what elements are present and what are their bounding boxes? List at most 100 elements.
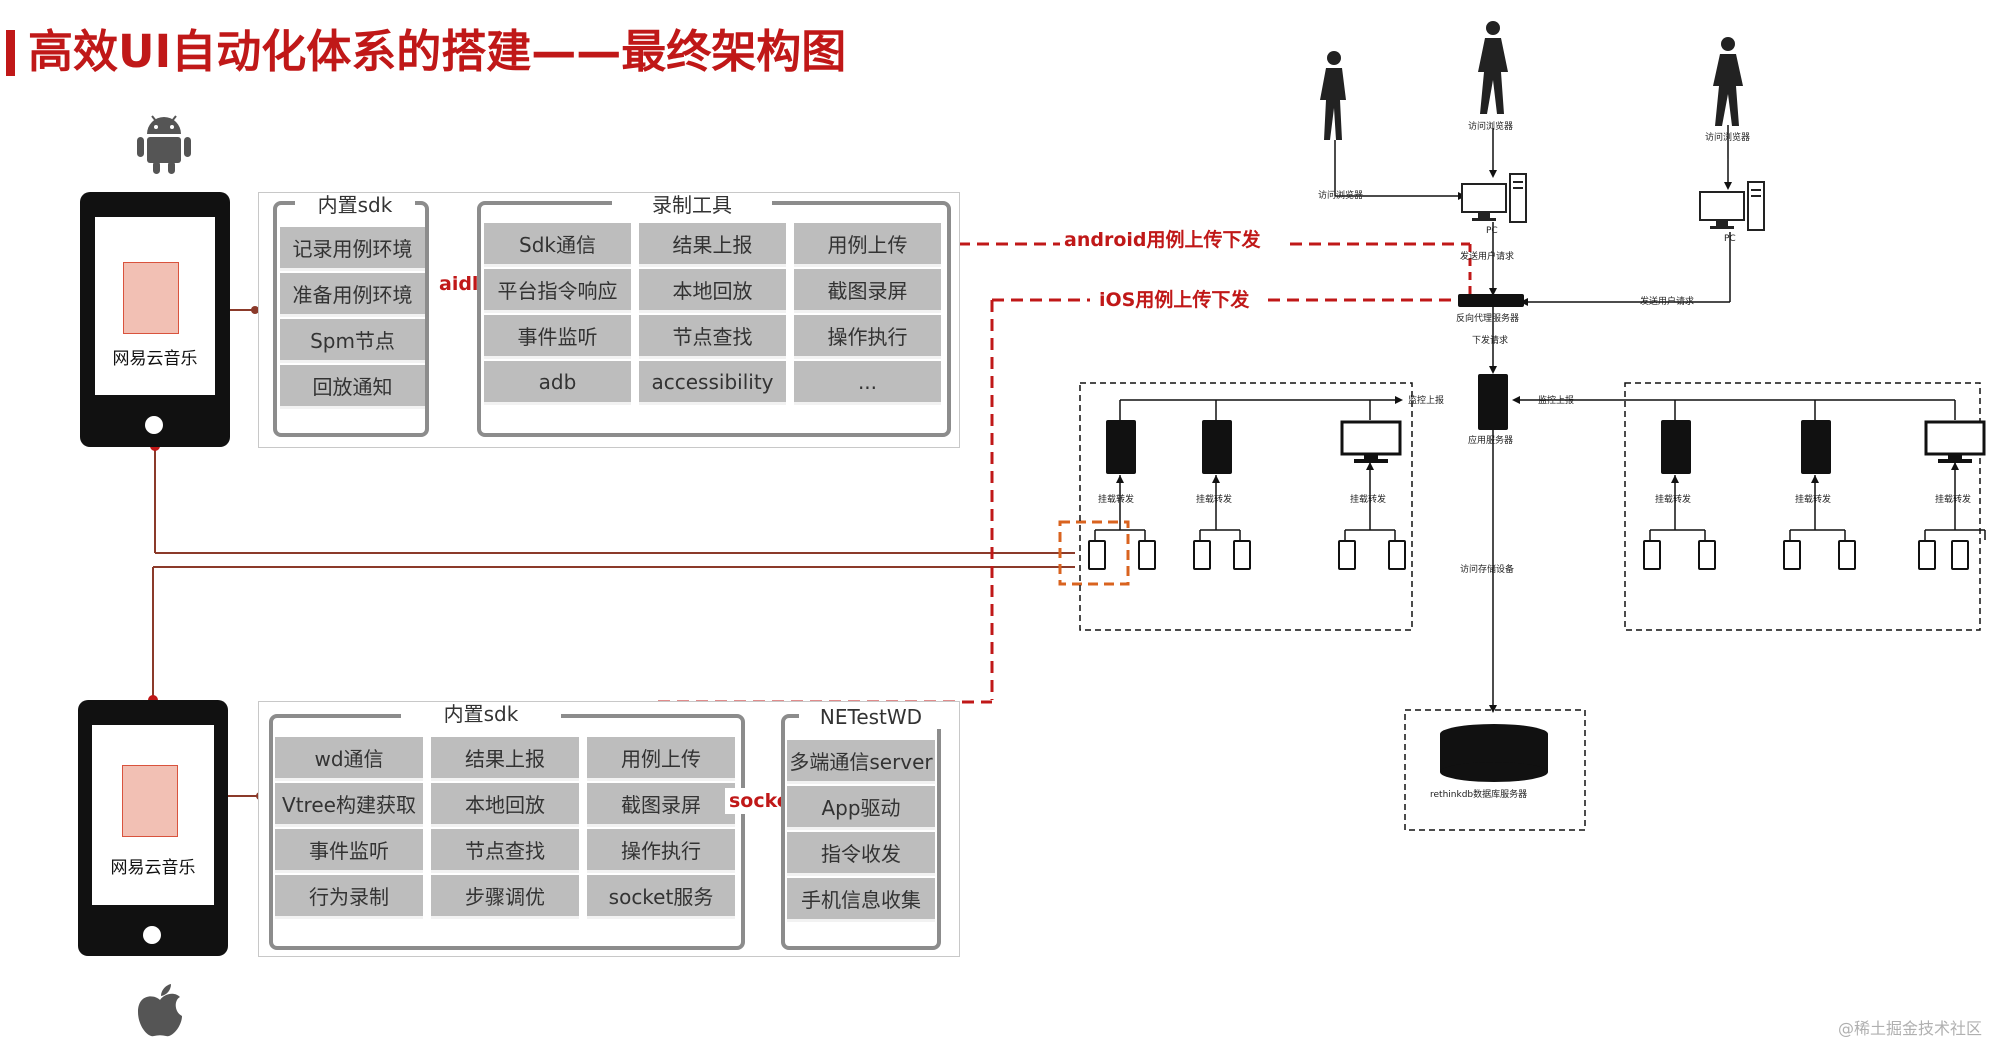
android-app-name: 网易云音乐 (112, 349, 198, 369)
database-cylinder-icon (1440, 724, 1548, 782)
recorder-item: 节点查找 (639, 315, 786, 359)
mobile-phone-icon (1233, 540, 1251, 570)
android-sdk-item: Spm节点 (280, 319, 425, 363)
monitor-icon (1924, 420, 1986, 463)
reverse-proxy-label: 反向代理服务器 (1456, 314, 1520, 324)
mobile-phone-icon (1193, 540, 1211, 570)
server-tower-icon (1202, 420, 1232, 474)
android-sdk-item: 准备用例环境 (280, 273, 425, 317)
ios-phone: 网易云音乐 (78, 700, 228, 956)
monitor-icon (1340, 420, 1402, 463)
title-accent-bar (6, 30, 15, 76)
monitor-report-right-label: 监控上报 (1538, 396, 1575, 406)
mobile-phone-icon (1338, 540, 1356, 570)
recorder-item: 事件监听 (484, 315, 631, 359)
mobile-phone-icon (1088, 540, 1106, 570)
ios-sdk-item: 行为录制 (275, 875, 423, 919)
mobile-phone-icon (1388, 540, 1406, 570)
ios-app-icon[interactable] (122, 765, 178, 837)
android-logo-icon (137, 115, 191, 174)
ios-sdk-item: 截图录屏 (587, 783, 735, 827)
recorder-item: 用例上传 (794, 223, 941, 267)
watermark: @稀土掘金技术社区 (1838, 1019, 1983, 1038)
recorder-item: accessibility (639, 361, 786, 405)
pc-right-label: PC (1724, 234, 1736, 244)
pc-computer-icon (1699, 181, 1765, 231)
pc-computer-icon (1461, 173, 1527, 223)
ios-app-name: 网易云音乐 (110, 858, 196, 878)
mount-forward-label: 挂载转发 (1935, 495, 1972, 505)
ios-sdk-item: 结果上报 (431, 737, 579, 781)
pc-mid-label: PC (1486, 226, 1498, 236)
db-server-label: rethinkdb数据库服务器 (1430, 790, 1528, 800)
recorder-item: 本地回放 (639, 269, 786, 313)
mobile-phone-icon (1783, 540, 1801, 570)
ios-home-button[interactable] (143, 926, 161, 944)
mount-forward-label: 挂载转发 (1795, 495, 1832, 505)
mobile-phone-icon (1951, 540, 1969, 570)
apple-logo-icon (138, 984, 182, 1037)
android-app-icon[interactable] (123, 262, 179, 334)
reverse-proxy-server-icon (1458, 294, 1524, 307)
dispatch-request-label: 下发请求 (1472, 336, 1509, 346)
send-request-mid-label: 发送用户请求 (1460, 252, 1515, 262)
ios-sdk-item: wd通信 (275, 737, 423, 781)
ios-sdk-label: 内置sdk (401, 702, 561, 726)
ios-upload-flow-label: iOS用例上传下发 (1095, 287, 1254, 313)
android-home-button[interactable] (145, 416, 163, 434)
recorder-item: adb (484, 361, 631, 405)
server-tower-icon (1801, 420, 1831, 474)
recorder-item: 截图录屏 (794, 269, 941, 313)
ios-sdk-item: 本地回放 (431, 783, 579, 827)
ios-sdk-item: socket服务 (587, 875, 735, 919)
ios-sdk-item: Vtree构建获取 (275, 783, 423, 827)
mount-forward-label: 挂载转发 (1655, 495, 1692, 505)
ios-phone-screen: 网易云音乐 (92, 725, 214, 905)
monitor-report-left-label: 监控上报 (1408, 396, 1445, 406)
visit-browser-right-label: 访问浏览器 (1705, 133, 1751, 143)
recorder-item: 平台指令响应 (484, 269, 631, 313)
visit-browser-left-label: 访问浏览器 (1318, 191, 1364, 201)
mobile-phone-icon (1918, 540, 1936, 570)
ios-tool-panel: 内置sdk wd通信 结果上报 用例上传 Vtree构建获取 本地回放 截图录屏… (258, 701, 960, 957)
recorder-item: ... (794, 361, 941, 405)
mobile-phone-icon (1838, 540, 1856, 570)
netestwd-item: 多端通信server (787, 740, 935, 784)
mobile-phone-icon (1643, 540, 1661, 570)
netestwd-item: 指令收发 (787, 832, 935, 876)
netestwd-item: App驱动 (787, 786, 935, 830)
page-title: 高效UI自动化体系的搭建——最终架构图 (28, 25, 847, 78)
aidl-link-label: aidl (435, 271, 483, 297)
person-walking-icon (1478, 21, 1508, 114)
recorder-item: Sdk通信 (484, 223, 631, 267)
android-tool-panel: 内置sdk 记录用例环境 准备用例环境 Spm节点 回放通知 aidl 录制工具… (258, 192, 960, 448)
mount-forward-label: 挂载转发 (1196, 495, 1233, 505)
ios-sdk-item: 操作执行 (587, 829, 735, 873)
android-sdk-label: 内置sdk (295, 193, 415, 217)
server-tower-icon (1106, 420, 1136, 474)
visit-browser-mid-label: 访问浏览器 (1468, 122, 1514, 132)
recorder-label: 录制工具 (612, 193, 772, 217)
app-server-label: 应用服务器 (1468, 436, 1514, 446)
server-tower-icon (1661, 420, 1691, 474)
mobile-phone-icon (1138, 540, 1156, 570)
send-request-right-label: 发送用户请求 (1640, 297, 1695, 307)
ios-sdk-item: 事件监听 (275, 829, 423, 873)
android-sdk-item: 回放通知 (280, 365, 425, 409)
netestwd-label: NETestWD (799, 705, 943, 729)
app-server-icon (1478, 374, 1508, 430)
netestwd-item: 手机信息收集 (787, 878, 935, 922)
mount-forward-label: 挂载转发 (1098, 495, 1135, 505)
person-walking-icon (1320, 51, 1346, 140)
android-phone-screen: 网易云音乐 (95, 217, 215, 395)
recorder-item: 结果上报 (639, 223, 786, 267)
mobile-phone-icon (1698, 540, 1716, 570)
mount-forward-label: 挂载转发 (1350, 495, 1387, 505)
android-upload-flow-label: android用例上传下发 (1060, 227, 1265, 253)
android-sdk-item: 记录用例环境 (280, 227, 425, 271)
ios-sdk-item: 用例上传 (587, 737, 735, 781)
ios-sdk-item: 节点查找 (431, 829, 579, 873)
recorder-item: 操作执行 (794, 315, 941, 359)
